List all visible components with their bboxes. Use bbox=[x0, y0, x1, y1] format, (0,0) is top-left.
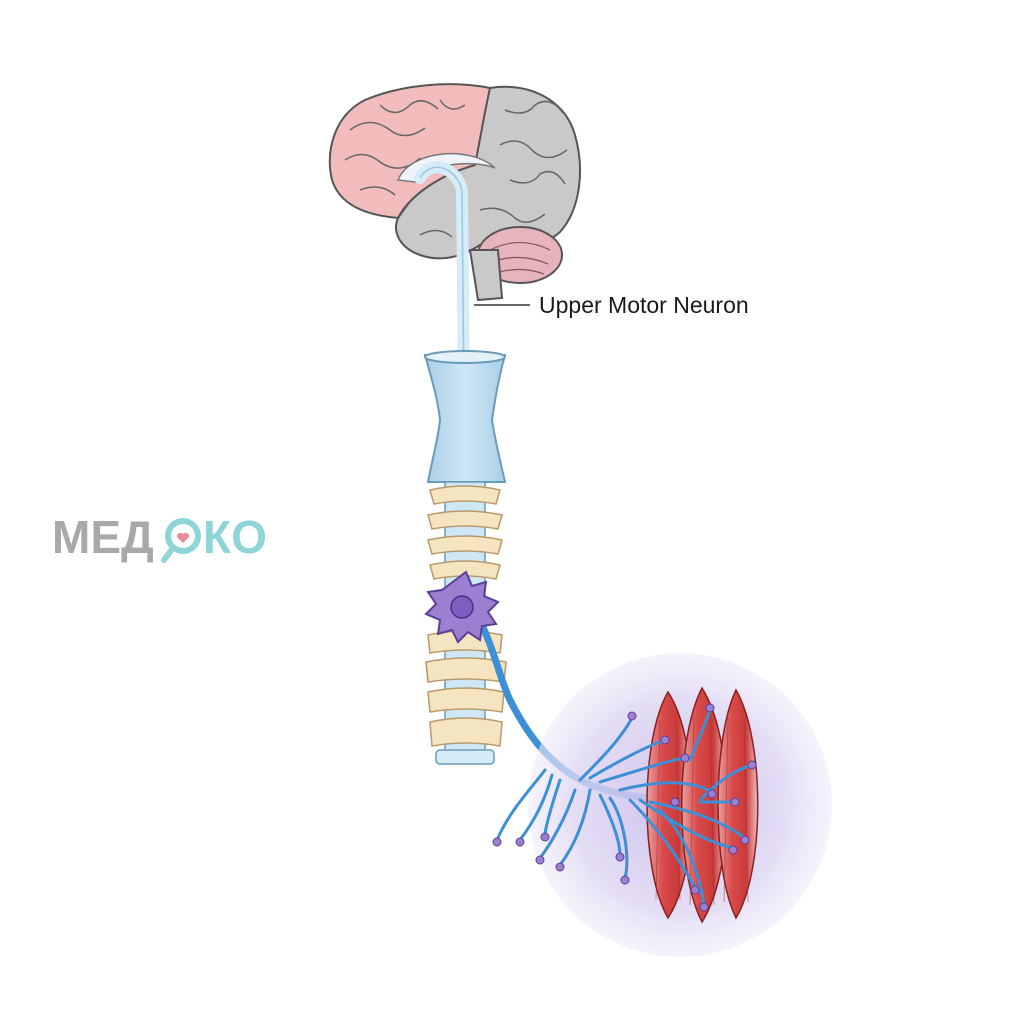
brainstem bbox=[468, 249, 504, 302]
brain-frontal-pink-region bbox=[328, 83, 492, 220]
heart-icon bbox=[176, 532, 190, 543]
nerve-terminals bbox=[492, 703, 757, 912]
spinal-cord-upper-segment bbox=[423, 354, 507, 483]
tract-outline bbox=[419, 166, 467, 601]
spinal-cord-top-ellipse bbox=[424, 350, 506, 364]
upper-motor-neuron-label-group: Upper Motor Neuron bbox=[474, 292, 749, 318]
medoko-watermark: МЕД КО bbox=[52, 511, 267, 563]
cell-nucleus bbox=[450, 595, 474, 619]
watermark-magnifier-icon bbox=[161, 518, 201, 563]
brain bbox=[328, 83, 581, 302]
vertebra bbox=[425, 485, 507, 747]
watermark-text-part1: МЕД bbox=[52, 511, 154, 563]
brain-gyri bbox=[344, 99, 568, 238]
nerve-branches bbox=[495, 708, 754, 907]
watermark-text-part2: КО bbox=[203, 511, 267, 563]
lower-motor-neuron-cell-body bbox=[424, 570, 500, 644]
upper-motor-neuron-label: Upper Motor Neuron bbox=[539, 292, 749, 318]
